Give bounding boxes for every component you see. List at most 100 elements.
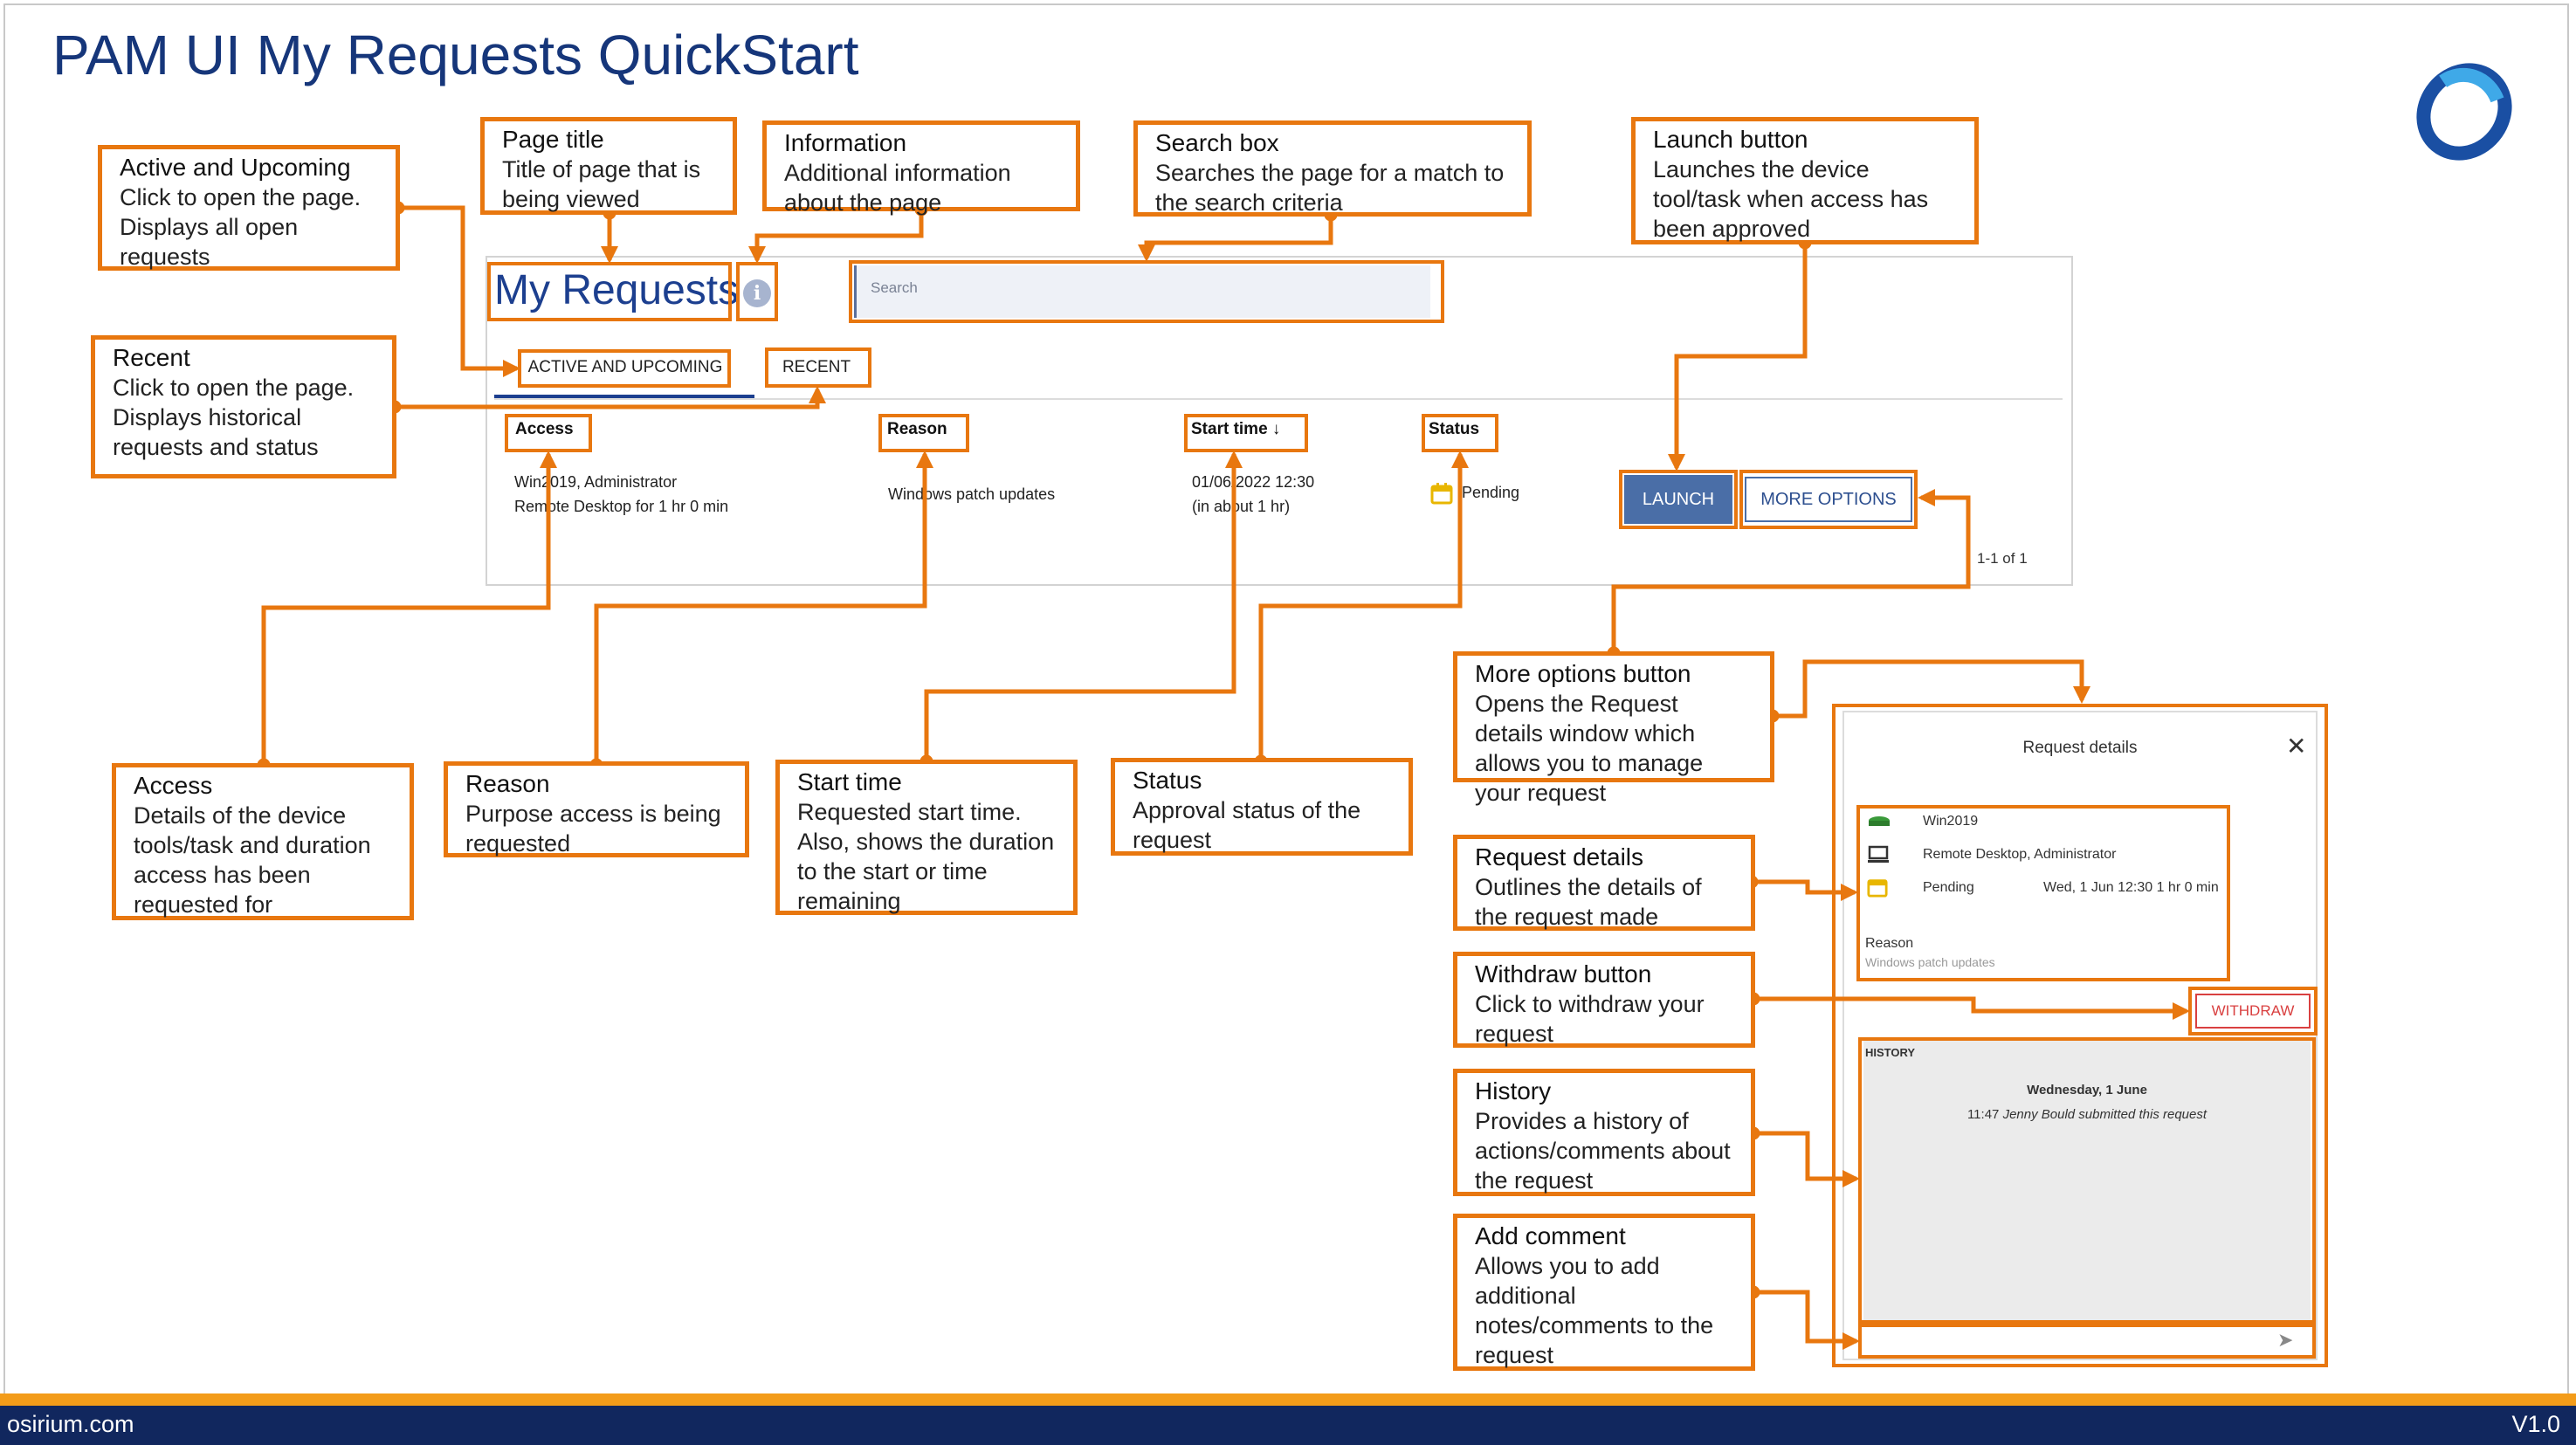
page-title: My Requests xyxy=(494,267,740,313)
tab-active-and-upcoming[interactable]: ACTIVE AND UPCOMING xyxy=(527,358,723,376)
col-start-highlight xyxy=(1184,414,1308,452)
callout-information: Information Additional information about… xyxy=(762,120,1080,216)
callout-title: Request details xyxy=(1475,843,1644,870)
col-reason-highlight xyxy=(878,414,969,452)
callout-desc: Click to open the page. Displays all ope… xyxy=(120,184,362,270)
start-datetime: 01/06/2022 12:30 xyxy=(1192,473,1315,491)
table-row-start-time: 01/06/2022 12:30 (in about 1 hr) xyxy=(1192,470,1314,519)
rd-status: Pending xyxy=(1923,880,1974,895)
callout-more-options: More options button Opens the Request de… xyxy=(1453,651,1774,806)
column-header-reason[interactable]: Reason xyxy=(887,420,947,438)
comment-input[interactable] xyxy=(1863,1327,2311,1353)
search-input[interactable]: Search xyxy=(854,265,1430,318)
column-header-start-time[interactable]: Start time ↓ xyxy=(1191,420,1280,439)
footer-stripe xyxy=(0,1393,2576,1406)
col-access-highlight xyxy=(505,414,592,452)
callout-desc: Click to withdraw your request xyxy=(1475,991,1705,1047)
send-icon[interactable]: ➤ xyxy=(2277,1329,2294,1351)
callout-search-box: Search box Searches the page for a match… xyxy=(1133,120,1532,217)
callout-desc: Launches the device tool/task when acces… xyxy=(1653,156,1929,242)
callout-launch-button: Launch button Launches the device tool/t… xyxy=(1631,117,1979,244)
request-details-title: Request details xyxy=(2022,739,2138,757)
history-date: Wednesday, 1 June xyxy=(2027,1083,2147,1098)
more-options-highlight xyxy=(1739,470,1918,529)
monitor-icon xyxy=(1868,845,1889,863)
footer-website[interactable]: osirium.com xyxy=(7,1411,134,1437)
comment-highlight xyxy=(1858,1324,2316,1359)
callout-request-details: Request details Outlines the details of … xyxy=(1453,835,1755,931)
search-highlight xyxy=(849,260,1444,323)
rd-device: Win2019 xyxy=(1923,814,1979,829)
start-relative: (in about 1 hr) xyxy=(1192,498,1291,515)
callout-title: Active and Upcoming xyxy=(120,154,351,181)
callout-desc: Opens the Request details window which a… xyxy=(1475,691,1704,806)
callout-title: Launch button xyxy=(1653,126,1808,153)
footer-version: V1.0 xyxy=(2511,1411,2560,1437)
callout-page-title: Page title Title of page that is being v… xyxy=(480,117,737,215)
callout-withdraw: Withdraw button Click to withdraw your r… xyxy=(1453,952,1755,1048)
callout-desc: Outlines the details of the request made xyxy=(1475,874,1702,930)
rd-date: Wed, 1 Jun 12:30 1 hr 0 min xyxy=(2043,880,2219,895)
callout-title: Withdraw button xyxy=(1475,960,1652,987)
server-icon xyxy=(1869,816,1890,826)
callout-desc: Additional information about the page xyxy=(784,160,1011,216)
callout-title: Search box xyxy=(1155,129,1279,156)
tab-recent-highlight xyxy=(765,347,871,388)
history-entry: 11:47 Jenny Bould submitted this request xyxy=(1863,1107,2311,1122)
callout-start-time: Start time Requested start time. Also, s… xyxy=(775,760,1078,915)
info-icon[interactable]: i xyxy=(743,279,771,307)
column-header-access[interactable]: Access xyxy=(515,420,574,438)
callout-title: Access xyxy=(134,772,213,799)
history-time: 11:47 xyxy=(1966,1107,2000,1122)
withdraw-button[interactable]: WITHDRAW xyxy=(2195,994,2311,1029)
callout-desc: Purpose access is being requested xyxy=(465,801,721,857)
callout-desc: Details of the device tools/task and dur… xyxy=(134,802,371,918)
callout-desc: Provides a history of actions/comments a… xyxy=(1475,1108,1731,1194)
callout-title: Add comment xyxy=(1475,1222,1626,1249)
tab-active-highlight xyxy=(518,349,731,388)
tab-recent[interactable]: RECENT xyxy=(782,358,851,376)
details-section-highlight xyxy=(1856,805,2230,981)
osirium-logo-icon xyxy=(2416,63,2512,161)
calendar-icon xyxy=(1430,483,1453,505)
launch-highlight xyxy=(1619,470,1738,529)
tab-divider xyxy=(494,398,2063,400)
access-device: Win2019, Administrator xyxy=(514,473,678,491)
history-highlight xyxy=(1858,1037,2316,1324)
callout-reason: Reason Purpose access is being requested xyxy=(444,761,749,857)
footer-bar xyxy=(0,1406,2576,1445)
callout-access: Access Details of the device tools/task … xyxy=(112,763,414,920)
table-row-reason: Windows patch updates xyxy=(888,485,1056,503)
slide-title: PAM UI My Requests QuickStart xyxy=(52,24,859,86)
callout-status: Status Approval status of the request xyxy=(1111,758,1413,856)
callout-active-upcoming: Active and Upcoming Click to open the pa… xyxy=(98,145,400,271)
callout-title: Page title xyxy=(502,126,604,153)
callout-title: Information xyxy=(784,129,907,156)
callout-history: History Provides a history of actions/co… xyxy=(1453,1069,1755,1196)
callout-title: Start time xyxy=(797,768,902,795)
callout-title: Reason xyxy=(465,770,550,797)
access-tool: Remote Desktop for 1 hr 0 min xyxy=(514,498,729,515)
start-time-label: Start time xyxy=(1191,420,1268,438)
history-text: Jenny Bould submitted this request xyxy=(2002,1107,2208,1122)
history-label: HISTORY xyxy=(1865,1046,1916,1059)
info-highlight xyxy=(736,262,778,321)
col-status-highlight xyxy=(1422,414,1498,452)
arrow-down-icon: ↓ xyxy=(1271,420,1281,438)
callout-recent: Recent Click to open the page. Displays … xyxy=(91,335,396,478)
close-icon[interactable]: ✕ xyxy=(2286,733,2307,760)
page-title-highlight xyxy=(487,262,732,321)
column-header-status[interactable]: Status xyxy=(1429,420,1480,438)
calendar-icon xyxy=(1867,879,1888,898)
callout-desc: Approval status of the request xyxy=(1133,797,1361,853)
table-row-access: Win2019, Administrator Remote Desktop fo… xyxy=(514,470,728,519)
callout-add-comment: Add comment Allows you to add additional… xyxy=(1453,1214,1755,1371)
rd-tool: Remote Desktop, Administrator xyxy=(1923,847,2117,862)
history-panel xyxy=(1863,1041,2311,1320)
rd-reason-label: Reason xyxy=(1865,936,1914,951)
rd-reason-value: Windows patch updates xyxy=(1865,955,1995,969)
callout-title: History xyxy=(1475,1077,1552,1104)
callout-title: Recent xyxy=(113,344,190,371)
callout-desc: Click to open the page. Displays histori… xyxy=(113,375,355,460)
callout-desc: Allows you to add additional notes/comme… xyxy=(1475,1253,1714,1368)
